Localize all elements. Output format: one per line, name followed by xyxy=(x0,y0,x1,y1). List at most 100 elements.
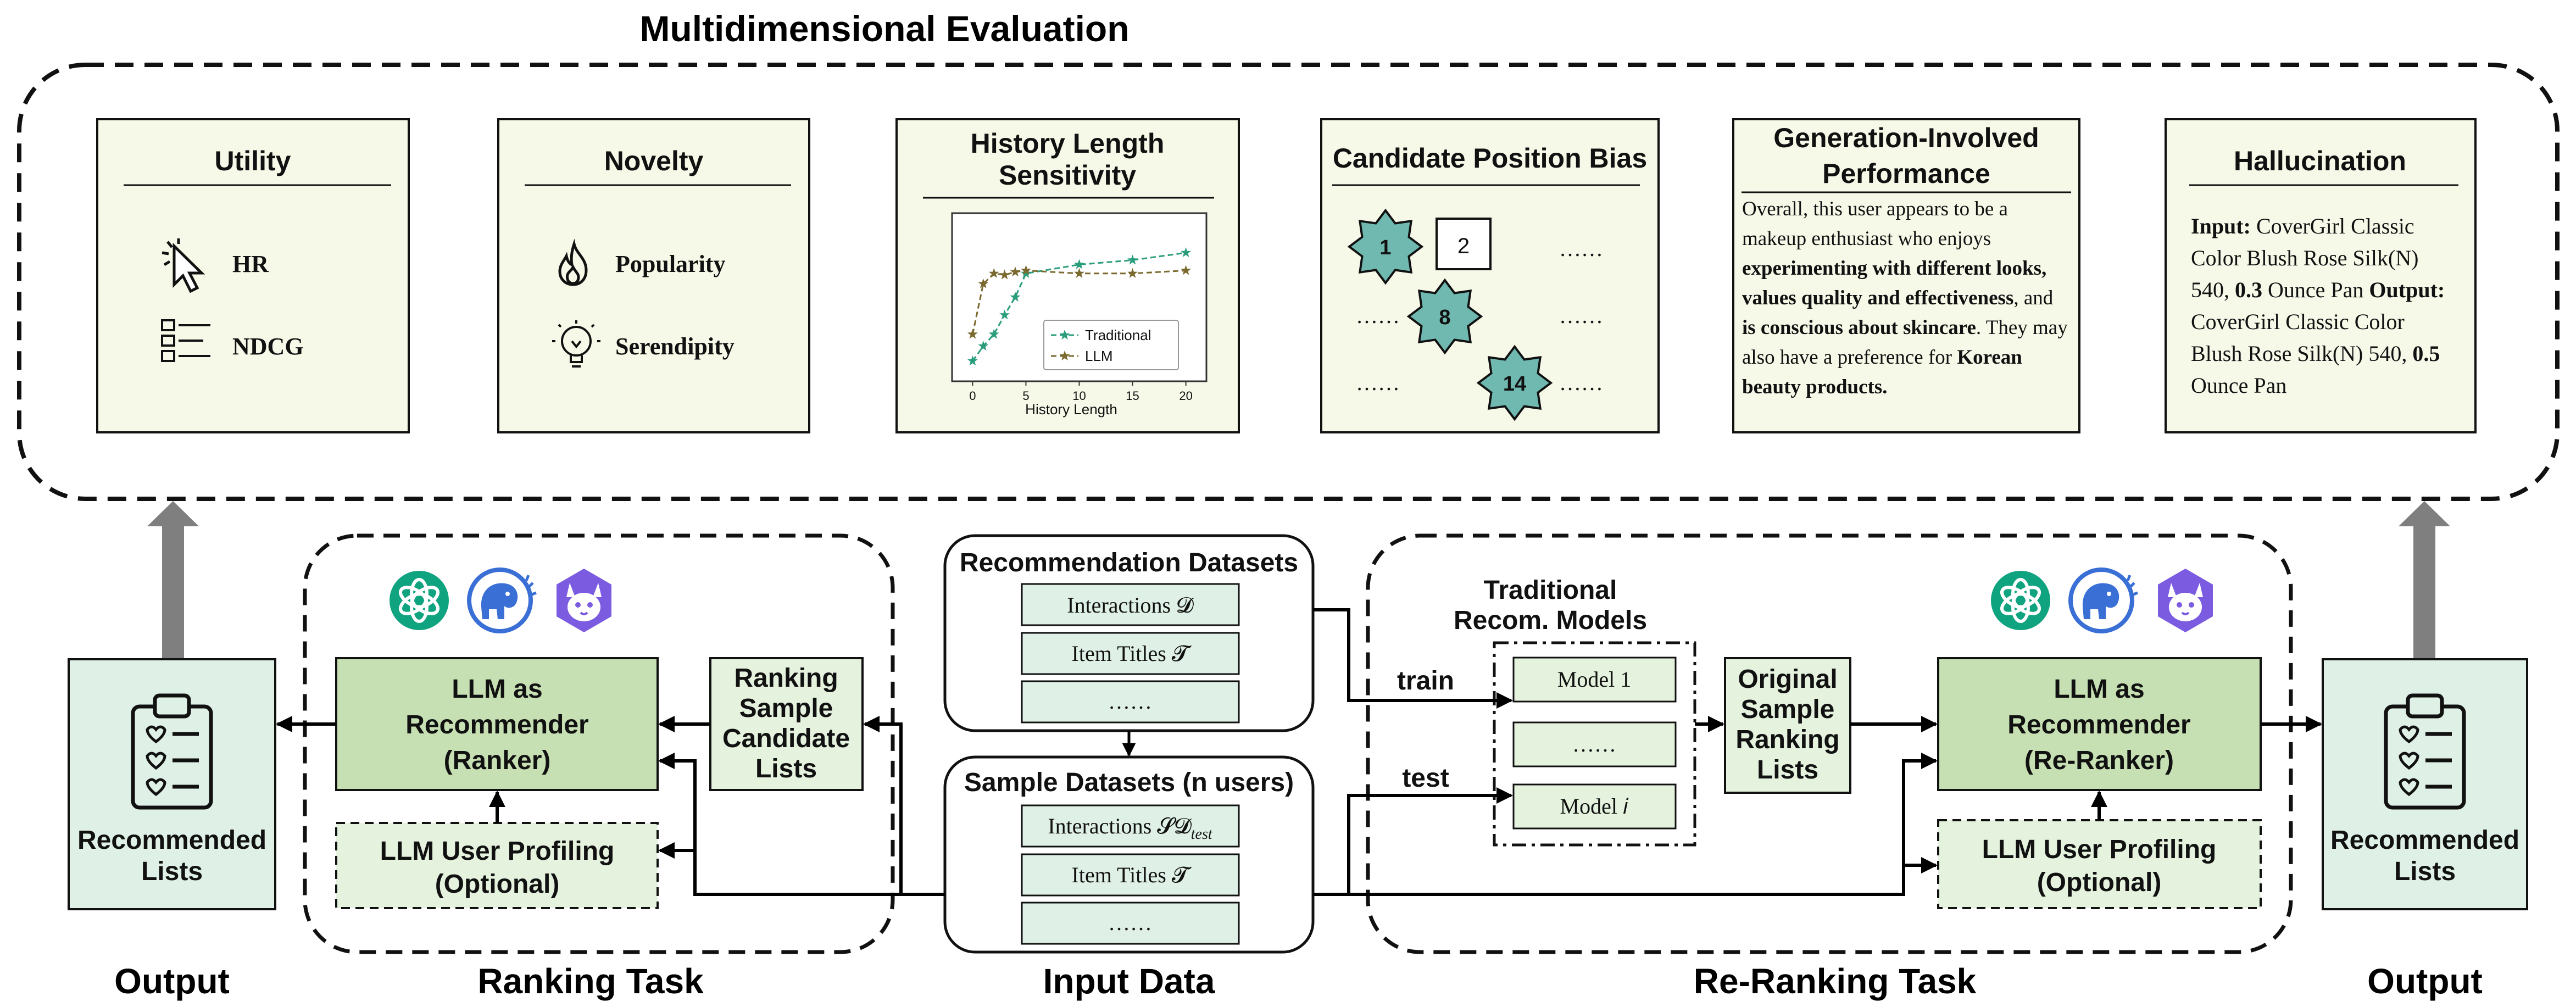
model-more-label: …… xyxy=(1572,732,1616,756)
position-dots-5: …… xyxy=(1559,370,1603,395)
recommendation-datasets-title: Recommendation Datasets xyxy=(960,548,1298,577)
openai-logo-icon xyxy=(390,571,449,630)
hallucination-segment: Input: xyxy=(2191,214,2251,238)
lightbulb-icon xyxy=(552,320,600,368)
openai-logo-icon xyxy=(1991,571,2050,630)
position-dots-4: …… xyxy=(1356,370,1400,395)
chart-point-traditional xyxy=(1020,268,1031,278)
reranker-line1: LLM as xyxy=(2054,675,2144,704)
evaluation-region xyxy=(17,63,2560,501)
position-bias-title: Candidate Position Bias xyxy=(1333,143,1647,174)
right-output-panel: Recommended Lists xyxy=(2322,658,2528,910)
generation-segment: Korean beauty products. xyxy=(1742,346,2022,398)
hallucination-segment: 0.5 xyxy=(2412,341,2440,366)
right-output-line2: Lists xyxy=(2394,857,2456,886)
model-more-box xyxy=(1512,721,1677,767)
reranker-box xyxy=(1937,657,2262,791)
ranker-line2: Recommender xyxy=(405,710,588,739)
generation-segment: is conscious about skincare xyxy=(1742,316,1976,339)
legend-traditional: Traditional xyxy=(1085,327,1151,343)
position-star-8-label: 8 xyxy=(1439,306,1450,329)
ranking-task-region xyxy=(303,533,895,954)
chart-point-traditional xyxy=(999,309,1010,320)
generation-card: Generation-Involved Performance xyxy=(1732,118,2080,433)
ranking-task-label: Ranking Task xyxy=(477,961,704,1001)
chart-point-llm xyxy=(1010,266,1021,277)
chart-x-tick-label: 15 xyxy=(1126,389,1139,403)
ranking-profiling-line1: LLM User Profiling xyxy=(380,837,615,866)
chart-point-traditional xyxy=(1127,254,1138,265)
generation-segment: , and xyxy=(2013,287,2054,309)
hallucination-card: Hallucination xyxy=(2165,118,2477,433)
ranked-list-icon xyxy=(161,319,210,362)
position-star-1 xyxy=(1347,208,1424,285)
rec-row-more xyxy=(1021,680,1240,724)
sample-datasets-title: Sample Datasets (n users) xyxy=(964,768,1294,797)
position-star-8 xyxy=(1406,278,1483,355)
history-title-line2: Sensitivity xyxy=(999,160,1136,191)
original-line2: Sample xyxy=(1741,695,1835,724)
position-star-14 xyxy=(1476,344,1553,421)
right-output-line1: Recommended xyxy=(2330,826,2519,855)
reranking-profiling-line1: LLM User Profiling xyxy=(1982,835,2217,864)
hallucination-segment: Output: xyxy=(2369,277,2445,302)
left-output-panel: Recommended Lists xyxy=(68,658,276,910)
rec-row-more-label: …… xyxy=(1108,689,1152,714)
utility-item-hr: HR xyxy=(232,251,269,277)
position-star-14-label: 14 xyxy=(1503,372,1526,396)
rec-row-interactions-label: Interactions 𝓓 xyxy=(1067,593,1194,617)
sample-row-more xyxy=(1021,902,1240,945)
chart-point-traditional xyxy=(978,341,989,351)
chart-x-tick-label: 20 xyxy=(1179,389,1192,403)
test-label: test xyxy=(1402,764,1449,793)
left-output-line1: Recommended xyxy=(77,826,266,855)
utility-item-ndcg: NDCG xyxy=(232,333,304,360)
hallucination-segment: Ounce Pan xyxy=(2262,277,2369,302)
output-label-left: Output xyxy=(114,961,230,1001)
mistral-cat-logo-icon xyxy=(2158,569,2213,632)
position-dots-3: …… xyxy=(1559,303,1603,328)
flame-icon xyxy=(558,238,588,286)
sample-row-titles xyxy=(1021,853,1240,897)
chart-point-llm xyxy=(1020,265,1031,275)
chart-point-llm xyxy=(1074,268,1084,278)
generation-segment: Overall, this user appears to be a makeu… xyxy=(1742,198,2008,250)
position-square-label: 2 xyxy=(1457,234,1470,258)
candidate-line4: Lists xyxy=(755,754,817,783)
reranking-task-label: Re-Ranking Task xyxy=(1694,961,1977,1001)
clipboard-icon xyxy=(131,693,213,810)
generation-segment: experimenting with different looks, valu… xyxy=(1742,257,2047,309)
chart-point-traditional xyxy=(1181,247,1192,258)
sample-row-interactions-label: Interactions 𝓢𝓓test xyxy=(1048,814,1213,843)
left-up-arrow xyxy=(147,501,199,659)
position-dots-2: …… xyxy=(1356,303,1400,328)
chart-x-axis-label: History Length xyxy=(1025,401,1117,418)
hallucination-segment: Ounce Pan xyxy=(2191,373,2287,398)
candidate-line2: Sample xyxy=(739,694,833,723)
chart-point-llm xyxy=(1181,265,1192,275)
original-line1: Original xyxy=(1738,665,1837,694)
candidate-line3: Candidate xyxy=(722,724,850,753)
traditional-models-line2: Recom. Models xyxy=(1454,606,1647,635)
generation-title-line1: Generation-Involved xyxy=(1773,123,2039,153)
history-title-line1: History Length xyxy=(971,128,1165,159)
position-star-1-label: 1 xyxy=(1379,236,1391,259)
evaluation-title: Multidimensional Evaluation xyxy=(639,8,1129,49)
model-i-label: Model 𝑖 xyxy=(1560,794,1629,819)
utility-card: Utility HR NDCG xyxy=(96,118,410,433)
ranking-profiling-line2: (Optional) xyxy=(435,870,560,899)
chart-x-tick-label: 0 xyxy=(969,389,976,403)
hallucination-title: Hallucination xyxy=(2234,146,2406,176)
hallucination-segment: 0.3 xyxy=(2235,277,2262,302)
rec-row-interactions xyxy=(1021,583,1240,626)
legend-llm: LLM xyxy=(1085,348,1113,364)
hallucination-segment: CoverGirl Classic Color Blush Rose Silk(… xyxy=(2191,214,2419,302)
traditional-models-line1: Traditional xyxy=(1484,576,1617,605)
candidate-line1: Ranking xyxy=(734,664,838,693)
position-square xyxy=(1436,218,1492,270)
chart-point-llm xyxy=(967,329,978,339)
hallucination-segment: CoverGirl Classic Color Blush Rose Silk(… xyxy=(2191,309,2413,366)
utility-title: Utility xyxy=(215,146,291,176)
